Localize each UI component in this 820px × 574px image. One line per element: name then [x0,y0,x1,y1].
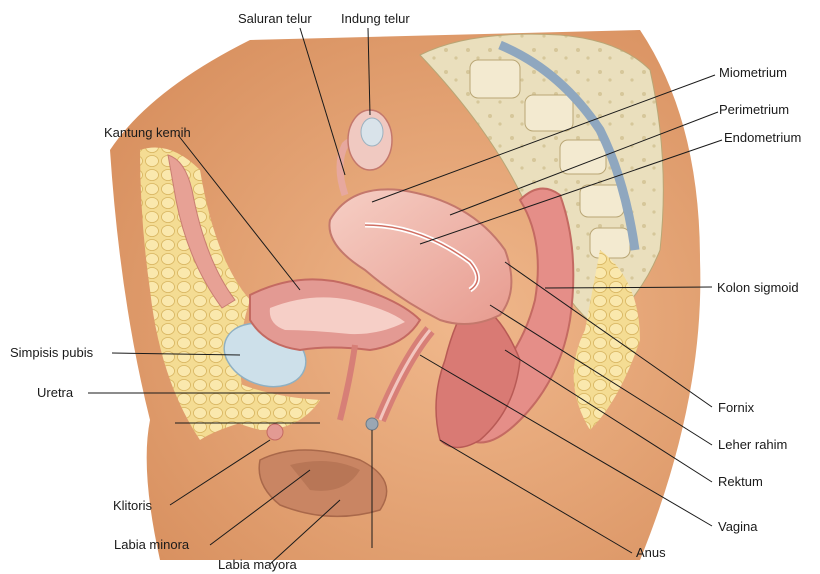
label-kolon-sigmoid: Kolon sigmoid [717,280,799,295]
label-endometrium: Endometrium [724,130,801,145]
label-leher-rahim: Leher rahim [718,437,787,452]
label-vagina: Vagina [718,519,758,534]
anus [366,418,378,430]
label-labia-mayora: Labia mayora [218,557,298,572]
label-fornix: Fornix [718,400,755,415]
label-kantung-kemih: Kantung kemih [104,125,191,140]
label-rektum: Rektum [718,474,763,489]
label-miometrium: Miometrium [719,65,787,80]
label-klitoris: Klitoris [113,498,153,513]
label-uretra: Uretra [37,385,74,400]
label-simpisis-pubis: Simpisis pubis [10,345,94,360]
label-perimetrium: Perimetrium [719,102,789,117]
label-labia-minora: Labia minora [114,537,190,552]
label-saluran-telur: Saluran telur [238,11,312,26]
label-anus: Anus [636,545,666,560]
clitoris [267,424,283,440]
label-indung-telur: Indung telur [341,11,410,26]
